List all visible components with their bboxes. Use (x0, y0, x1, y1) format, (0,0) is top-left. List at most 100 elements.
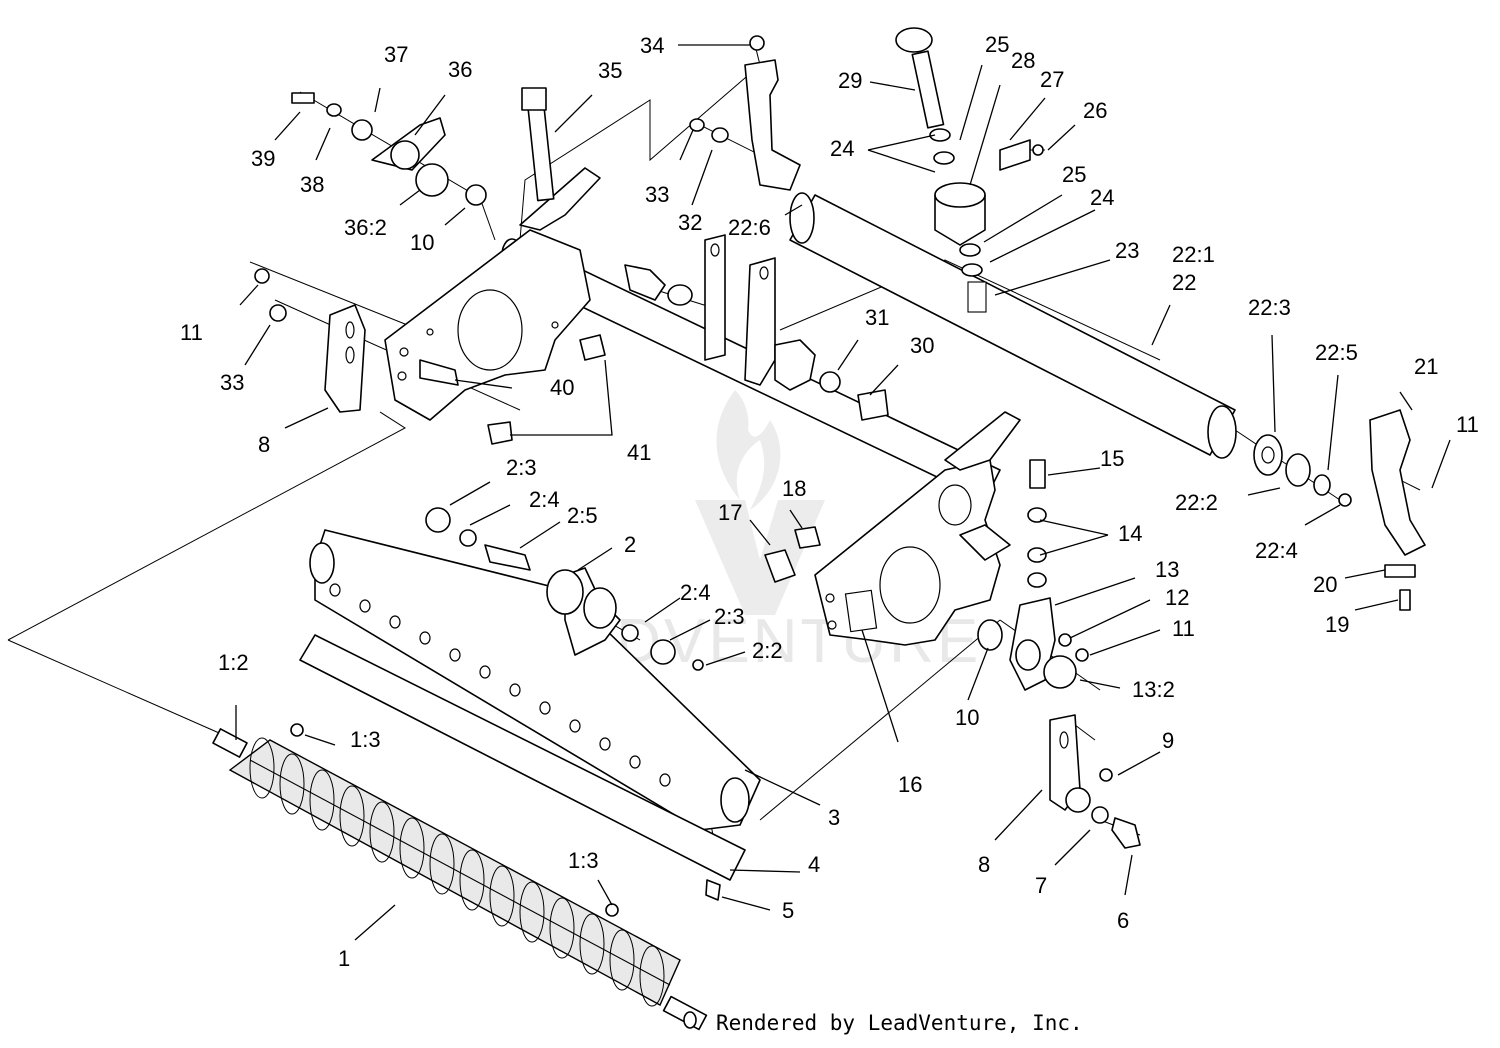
screw-1-3b (605, 903, 619, 917)
front-roller-22 (789, 192, 1352, 507)
reel-blades (249, 737, 665, 1007)
bushing-10-right (977, 619, 1003, 651)
callout-22-4: 22:4 (1255, 538, 1298, 563)
left-plate-bearing-hole (457, 289, 523, 371)
center-small-parts (419, 118, 889, 445)
bolt-15 (1029, 459, 1046, 489)
bushing-13-2 (1043, 655, 1077, 689)
callout-2-2: 2:2 (752, 638, 783, 663)
nut-14b (1027, 547, 1047, 563)
bushing-10 (465, 184, 487, 206)
right-small-parts (764, 459, 1141, 849)
watermark-flame-icon (716, 390, 781, 510)
bolt-18 (794, 526, 821, 549)
nut-11 (254, 268, 270, 284)
callout-12: 12 (1165, 585, 1189, 610)
callout-31: 31 (865, 305, 889, 330)
callout-9: 9 (1162, 728, 1174, 753)
callout-4: 4 (808, 852, 820, 877)
callout-22: 22 (1172, 270, 1196, 295)
callout-27: 27 (1040, 67, 1064, 92)
screw-26 (1032, 144, 1044, 156)
callout-labels: 37 36 39 38 36:2 10 35 34 29 25 28 27 26… (180, 32, 1479, 971)
callout-2-4a: 2:4 (529, 487, 560, 512)
screw-39 (291, 92, 315, 104)
callout-25b: 25 (1062, 162, 1086, 187)
callout-13: 13 (1155, 557, 1179, 582)
callout-35: 35 (598, 58, 622, 83)
washer-12 (1058, 633, 1072, 647)
callout-36-2: 36:2 (344, 215, 387, 240)
callout-2-5: 2:5 (567, 503, 598, 528)
bushing-2-3 (425, 507, 451, 533)
washer-7 (1091, 806, 1109, 824)
bolt-17 (764, 549, 796, 583)
callout-32: 32 (678, 210, 702, 235)
right-arm-21 (1369, 409, 1426, 611)
tab-16 (959, 524, 1011, 561)
callout-39: 39 (251, 146, 275, 171)
nut-33-top (689, 118, 705, 132)
clip-20 (1384, 564, 1416, 578)
callout-30: 30 (910, 333, 934, 358)
callout-13-2: 13:2 (1132, 677, 1175, 702)
callout-28: 28 (1011, 48, 1035, 73)
callout-25a: 25 (985, 32, 1009, 57)
screw-41a (579, 334, 606, 361)
washer-38 (326, 103, 342, 117)
plate-27 (999, 139, 1031, 171)
reel-body (228, 739, 681, 1006)
bolt-19 (1399, 589, 1411, 611)
left-bearing-parts (291, 87, 555, 206)
callout-8a: 8 (258, 432, 270, 457)
right-upper-bracket (944, 411, 1021, 471)
screw-9 (1099, 768, 1113, 782)
nut-14a (1027, 507, 1047, 523)
callout-41: 41 (627, 440, 651, 465)
callout-24b: 24 (1090, 185, 1114, 210)
callout-21: 21 (1414, 354, 1438, 379)
leader-lines (235, 44, 1451, 941)
screw-41b (487, 421, 513, 445)
washer-37 (351, 119, 373, 141)
spring-23 (967, 281, 987, 313)
bolt-30 (857, 389, 889, 421)
roller-arm (774, 339, 816, 391)
bedknife-4 (299, 634, 746, 881)
callout-19: 19 (1325, 612, 1349, 637)
nut-33 (269, 304, 287, 322)
callout-8b: 8 (978, 852, 990, 877)
nut-11-right (1075, 648, 1089, 662)
callout-37: 37 (384, 42, 408, 67)
callout-2-3a: 2:3 (506, 455, 537, 480)
bolt-40 (419, 359, 459, 386)
callout-6: 6 (1117, 908, 1129, 933)
callout-22-5: 22:5 (1315, 340, 1358, 365)
callout-23: 23 (1115, 238, 1139, 263)
callout-16: 16 (898, 772, 922, 797)
reel-shaft-left (212, 728, 248, 758)
callout-26: 26 (1083, 98, 1107, 123)
height-adjuster (895, 27, 1044, 313)
callout-38: 38 (300, 172, 324, 197)
seal-22-2 (1285, 453, 1311, 487)
callout-18: 18 (782, 476, 806, 501)
right-plate-bearing-hole (879, 546, 941, 624)
bushing-2-4 (459, 529, 477, 547)
callout-11a: 11 (180, 320, 203, 345)
nut-14c (1027, 572, 1047, 588)
nut-34 (749, 35, 765, 51)
screw-5 (705, 879, 721, 901)
callout-2: 2 (624, 532, 636, 557)
screw-1-3a (290, 723, 304, 737)
adjuster-knob (895, 27, 933, 53)
washer-32 (711, 127, 729, 143)
callout-2-4b: 2:4 (680, 580, 711, 605)
callout-1-2: 1:2 (218, 650, 249, 675)
callout-15: 15 (1100, 446, 1124, 471)
watermark-v-icon (695, 500, 825, 615)
nut-2-2 (692, 659, 704, 671)
callout-14: 14 (1118, 521, 1142, 546)
callout-40: 40 (550, 375, 574, 400)
nut-22-4 (1338, 493, 1352, 507)
